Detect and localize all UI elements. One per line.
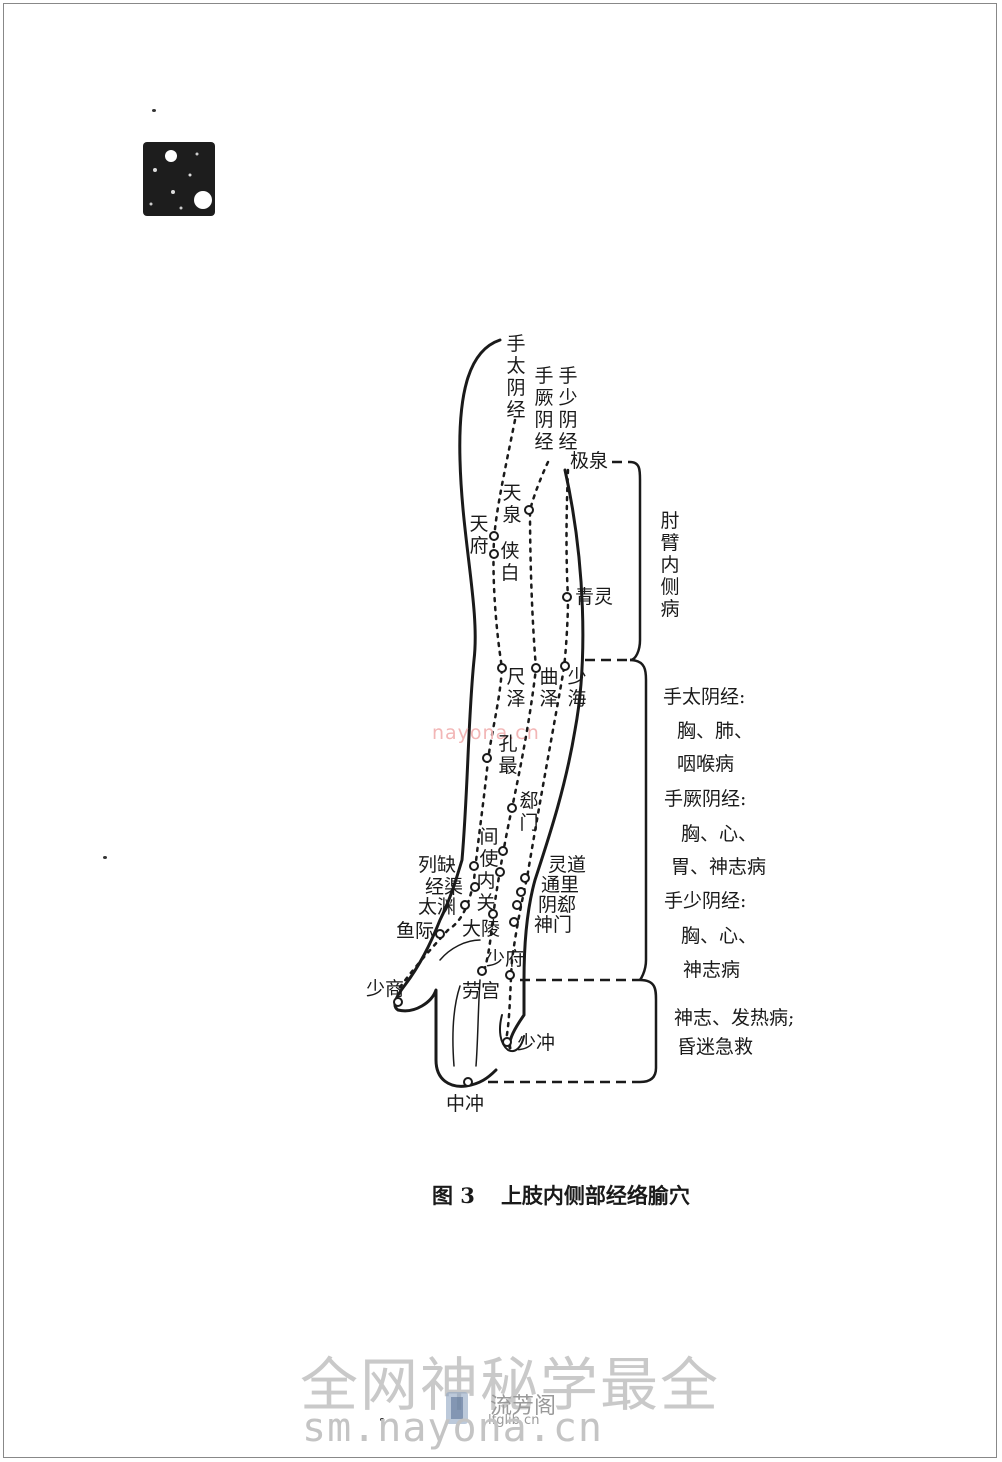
point-chize	[497, 663, 507, 673]
figure-number: 图 3	[432, 1183, 475, 1208]
indication-upper-arm: 肘臂内侧病	[660, 510, 680, 620]
label-shaohai: 少海	[567, 666, 587, 710]
label-shaochong: 少冲	[517, 1032, 556, 1054]
slogan-watermark: 全网神秘学最全	[300, 1351, 721, 1419]
label-lingdao: 灵道	[548, 854, 587, 876]
figure-title: 上肢内侧部经络腧穴	[500, 1183, 690, 1208]
indication-pc-title: 手厥阴经:	[664, 788, 747, 810]
indication-ht-2: 神志病	[683, 959, 741, 981]
logo-icon	[143, 142, 215, 216]
label-zhongchong: 中冲	[446, 1093, 485, 1115]
scan-speck	[152, 109, 156, 112]
badge-name-watermark: 流芳阁	[490, 1394, 557, 1419]
scan-speck	[103, 856, 107, 859]
badge-url-watermark: lfglib.cn	[488, 1413, 540, 1428]
point-jianshi	[498, 846, 508, 856]
point-tianfu	[489, 531, 499, 541]
indication-tips-2: 昏迷急救	[677, 1036, 754, 1058]
point-qingling	[562, 592, 572, 602]
label-chize: 尺泽	[506, 666, 526, 710]
label-ximen: 郄门	[519, 790, 539, 834]
label-laogong: 劳宫	[462, 980, 501, 1002]
point-shaoshang	[393, 997, 403, 1007]
point-quze	[531, 663, 541, 673]
point-tongli	[516, 887, 526, 897]
label-neiguan: 内关	[476, 870, 496, 914]
center-watermark: nayona.cn	[432, 722, 540, 744]
label-jingqu: 经渠	[425, 876, 464, 898]
point-lingdao	[520, 873, 530, 883]
indication-tips-1: 神志、发热病;	[674, 1007, 795, 1029]
label-tianquan: 天泉	[502, 482, 522, 526]
indication-lung-2: 咽喉病	[677, 753, 735, 775]
label-shenmen: 神门	[534, 914, 573, 936]
meridian-pericardium-label: 手厥阴经	[534, 365, 554, 453]
point-shaochong	[502, 1037, 512, 1047]
point-xiabai	[489, 549, 499, 559]
book-icon	[446, 1392, 468, 1424]
figure-caption: 图 3 上肢内侧部经络腧穴	[432, 1180, 690, 1210]
label-tianfu: 天府	[469, 513, 489, 557]
label-lieque: 列缺	[418, 854, 457, 876]
point-jingqu	[470, 882, 480, 892]
indication-pc-2: 胃、神志病	[671, 856, 767, 878]
page-border	[3, 3, 997, 1458]
point-shenmen	[509, 917, 519, 927]
label-qingling: 青灵	[575, 586, 614, 608]
point-daling	[488, 909, 498, 919]
label-yinxi: 阴郄	[538, 894, 577, 916]
indication-pc-1: 胸、心、	[681, 823, 758, 845]
label-xiabai: 侠白	[500, 540, 520, 584]
label-kongzui: 孔最	[498, 733, 518, 777]
label-jiquan: 极泉	[570, 450, 609, 472]
indication-ht-1: 胸、心、	[681, 925, 758, 947]
point-neiguan	[495, 867, 505, 877]
label-shaoshang: 少商	[366, 978, 405, 1000]
indication-ht-title: 手少阴经:	[664, 890, 747, 912]
indication-lung-title: 手太阴经:	[663, 686, 746, 708]
point-ximen	[507, 803, 517, 813]
label-jianshi: 间使	[479, 826, 499, 870]
scan-speck	[380, 1418, 384, 1421]
point-laogong	[477, 966, 487, 976]
point-zhongchong	[463, 1077, 473, 1087]
meridian-heart-label: 手少阴经	[558, 365, 578, 453]
point-yuji	[435, 929, 445, 939]
label-daling: 大陵	[462, 918, 501, 940]
label-yuji: 鱼际	[396, 920, 435, 942]
point-yinxi	[512, 900, 522, 910]
label-quze: 曲泽	[539, 666, 559, 710]
point-lieque	[469, 861, 479, 871]
indication-lung-1: 胸、肺、	[677, 720, 754, 742]
point-shaofu	[505, 970, 515, 980]
meridian-lung-label: 手太阴经	[506, 333, 526, 421]
url-watermark: sm.nayona.cn	[302, 1405, 603, 1451]
label-shaofu: 少府	[486, 948, 525, 970]
point-kongzui	[482, 753, 492, 763]
point-taiyuan	[460, 900, 470, 910]
point-tianquan	[524, 505, 534, 515]
point-shaohai	[560, 661, 570, 671]
label-taiyuan: 太渊	[418, 896, 457, 918]
label-tongli: 通里	[541, 874, 580, 896]
